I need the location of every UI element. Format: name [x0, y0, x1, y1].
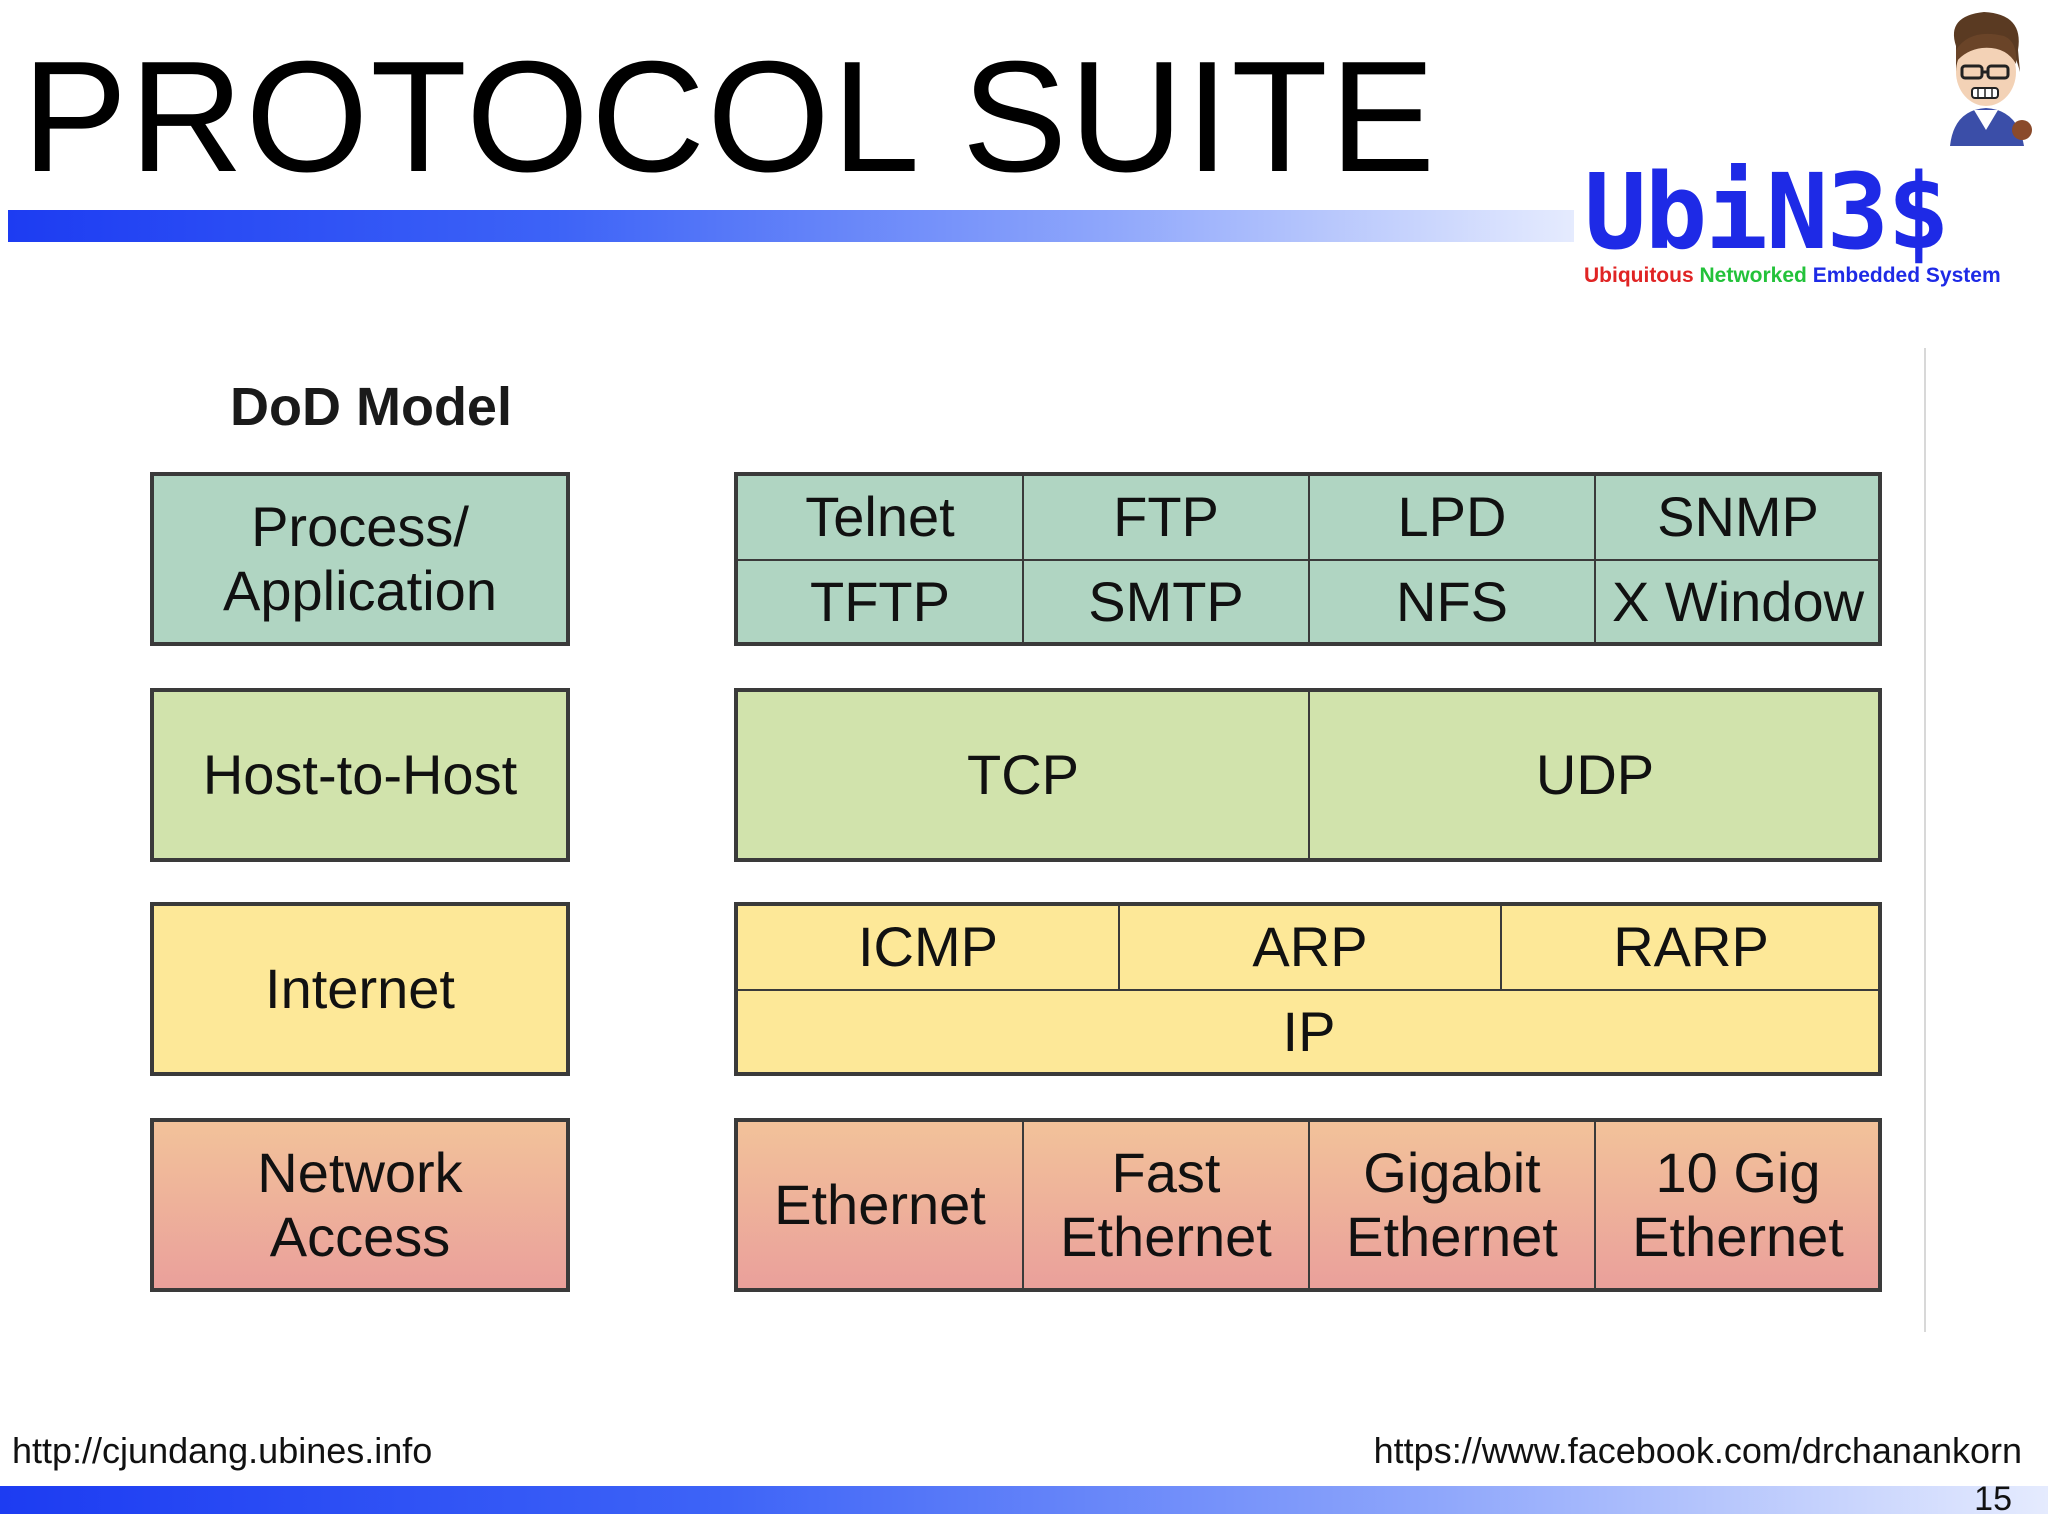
ubines-logo: UbiN3$ Ubiquitous Networked Embedded Sys…	[1578, 160, 2038, 296]
footer-bar	[0, 1486, 2048, 1514]
layer-host-to-host: Host-to-Host	[150, 688, 570, 862]
logo-subtitle-word: Ubiquitous	[1584, 264, 1694, 287]
application-protocols-grid: Telnet FTP LPD SNMP TFTP SMTP NFS X Wind…	[734, 472, 1882, 646]
protocol-cell: TCP	[736, 690, 1310, 860]
protocol-cell: Ethernet	[736, 1120, 1024, 1290]
protocol-cell: SNMP	[1594, 474, 1882, 561]
logo-subtitle-word: System	[1925, 264, 2001, 287]
transport-protocols-grid: TCP UDP	[734, 688, 1882, 862]
title-underline-bar	[8, 210, 1574, 242]
layer-process-application: Process/ Application	[150, 472, 570, 646]
internet-protocols-grid: ICMP ARP RARP IP	[734, 902, 1882, 1076]
protocol-cell: SMTP	[1022, 559, 1310, 646]
protocol-cell: NFS	[1308, 559, 1596, 646]
protocol-cell: Gigabit Ethernet	[1308, 1120, 1596, 1290]
divider-line	[1924, 348, 1926, 1332]
logo-subtitle: Ubiquitous Networked Embedded System	[1584, 264, 2001, 288]
model-title: DoD Model	[230, 377, 512, 437]
protocol-cell: 10 Gig Ethernet	[1594, 1120, 1882, 1290]
protocol-cell: Telnet	[736, 474, 1024, 561]
layer-internet: Internet	[150, 902, 570, 1076]
protocol-cell: ICMP	[736, 904, 1120, 991]
logo-text: UbiN3$	[1584, 151, 1950, 273]
network-protocols-grid: Ethernet Fast Ethernet Gigabit Ethernet …	[734, 1118, 1882, 1292]
protocol-cell: RARP	[1500, 904, 1882, 991]
footer-left-url[interactable]: http://cjundang.ubines.info	[12, 1430, 433, 1471]
protocol-cell: Fast Ethernet	[1022, 1120, 1310, 1290]
page-number: 15	[1974, 1480, 2012, 1518]
protocol-cell: UDP	[1308, 690, 1882, 860]
footer-right-url[interactable]: https://www.facebook.com/drchanankorn	[1373, 1430, 2022, 1471]
protocol-cell: ARP	[1118, 904, 1502, 991]
cartoon-face-avatar-icon	[1950, 12, 2032, 146]
protocol-cell: FTP	[1022, 474, 1310, 561]
protocol-cell: IP	[736, 989, 1882, 1076]
logo-subtitle-word: Networked	[1699, 264, 1807, 287]
protocol-cell: TFTP	[736, 559, 1024, 646]
logo-subtitle-word: Embedded	[1812, 264, 1921, 287]
protocol-cell: LPD	[1308, 474, 1596, 561]
slide-title: PROTOCOL SUITE	[22, 29, 1438, 205]
protocol-cell: X Window	[1594, 559, 1882, 646]
layer-network-access: Network Access	[150, 1118, 570, 1292]
